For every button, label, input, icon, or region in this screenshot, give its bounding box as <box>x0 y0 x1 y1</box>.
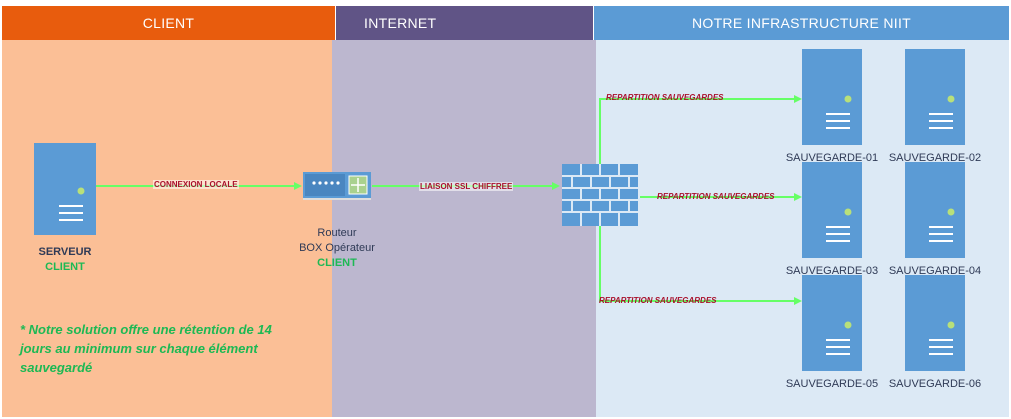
client-server-sublabel: CLIENT <box>45 261 85 273</box>
link-rep3-line <box>599 225 802 305</box>
retention-note-line2: jours au minimum sur chaque élément <box>20 341 258 356</box>
backup-server-04-icon <box>905 162 965 258</box>
link-rep1-line <box>599 95 802 165</box>
backup-server-06-icon <box>905 275 965 371</box>
retention-note: * Notre solution offre une rétention de … <box>20 320 330 377</box>
link-rep1-label: REPARTITION SAUVEGARDES <box>606 93 724 102</box>
backup-server-05-label: SAUVEGARDE-05 <box>785 378 879 390</box>
backup-server-03-label: SAUVEGARDE-03 <box>785 265 879 277</box>
backup-server-05-icon <box>802 275 862 371</box>
client-server-label: SERVEUR <box>38 246 92 258</box>
backup-server-02-icon <box>905 49 965 145</box>
backup-server-06-label: SAUVEGARDE-06 <box>888 378 982 390</box>
router-label: Routeur <box>317 227 357 239</box>
internet-zone <box>332 40 596 417</box>
client-server-icon <box>34 143 96 235</box>
backup-server-02-label: SAUVEGARDE-02 <box>888 152 982 164</box>
backup-server-01-label: SAUVEGARDE-01 <box>785 152 879 164</box>
infra-zone-header: NOTRE INFRASTRUCTURE NIIT <box>594 6 1009 40</box>
link-rep3-label: REPARTITION SAUVEGARDES <box>599 296 717 305</box>
link-rep2-label: REPARTITION SAUVEGARDES <box>657 192 775 201</box>
backup-server-04-label: SAUVEGARDE-04 <box>888 265 982 277</box>
backup-server-01-icon <box>802 49 862 145</box>
retention-note-line3: sauvegardé <box>20 360 93 375</box>
router-owner-label: CLIENT <box>317 257 357 269</box>
firewall-icon <box>562 164 638 226</box>
client-zone-header: CLIENT <box>2 6 335 40</box>
link-ssl-label: LIAISON SSL CHIFFREE <box>419 182 514 191</box>
router-icon <box>303 172 371 200</box>
router-sublabel: BOX Opérateur <box>299 242 375 254</box>
link-local-label: CONNEXION LOCALE <box>153 180 239 189</box>
backup-server-03-icon <box>802 162 862 258</box>
internet-zone-header: INTERNET <box>336 6 593 40</box>
retention-note-line1: * Notre solution offre une rétention de … <box>20 322 272 337</box>
